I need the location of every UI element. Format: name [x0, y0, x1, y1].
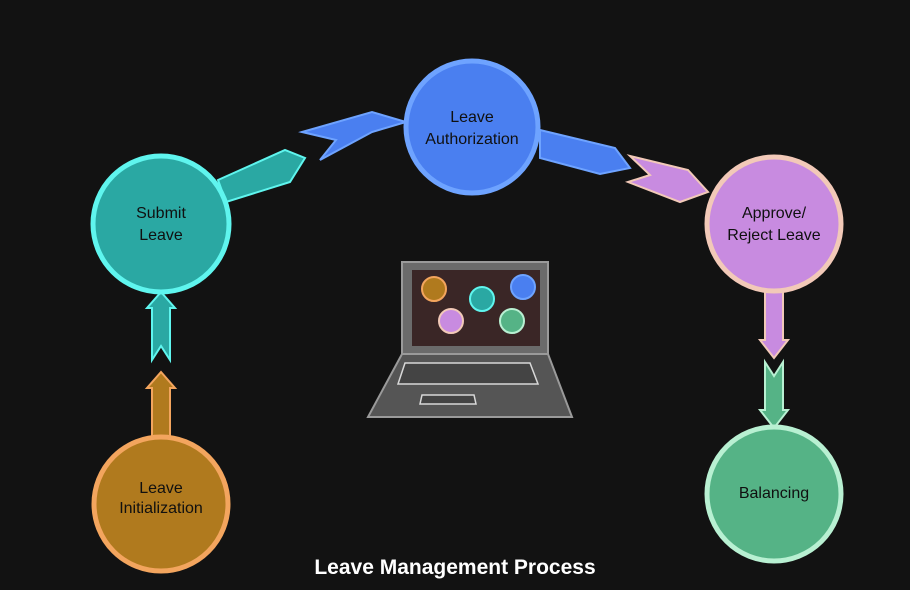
node-label-line1: Leave — [450, 109, 494, 126]
node-leave-initialization: Leave Initialization — [91, 434, 231, 574]
arrow-authorization-to-approve-blue — [539, 128, 632, 176]
node-label-line2: Initialization — [119, 500, 203, 517]
app-bubble-icon — [438, 308, 464, 334]
node-balancing: Balancing — [704, 424, 844, 564]
node-label-line1: Approve/ — [742, 205, 807, 222]
node-label-line2: Reject Leave — [727, 227, 820, 244]
app-bubble-icon — [510, 274, 536, 300]
node-approve-reject-leave: Approve/ Reject Leave — [704, 154, 844, 294]
arrow-submit-to-authorization-blue — [298, 110, 410, 161]
node-label-line2: Authorization — [425, 131, 518, 148]
laptop-icon — [366, 261, 574, 418]
node-label-line1: Submit — [136, 205, 186, 222]
arrow-submit-upward — [144, 290, 178, 364]
node-submit-leave: Submit Leave — [90, 153, 232, 295]
arrow-authorization-to-approve-purple — [624, 154, 710, 204]
arrow-approve-to-balancing-purple — [757, 285, 791, 360]
node-label-line1: Balancing — [739, 485, 809, 502]
app-bubble-icon — [499, 308, 525, 334]
node-label-line1: Leave — [139, 480, 183, 497]
diagram-caption: Leave Management Process — [314, 556, 596, 579]
arrow-initialization-to-submit — [144, 370, 178, 441]
app-bubble-icon — [421, 276, 447, 302]
arrow-submit-to-authorization-teal — [216, 148, 307, 204]
app-bubble-icon — [469, 286, 495, 312]
arrow-approve-to-balancing-green — [757, 358, 791, 430]
node-leave-authorization: Leave Authorization — [403, 58, 541, 196]
node-label-line2: Leave — [139, 227, 183, 244]
